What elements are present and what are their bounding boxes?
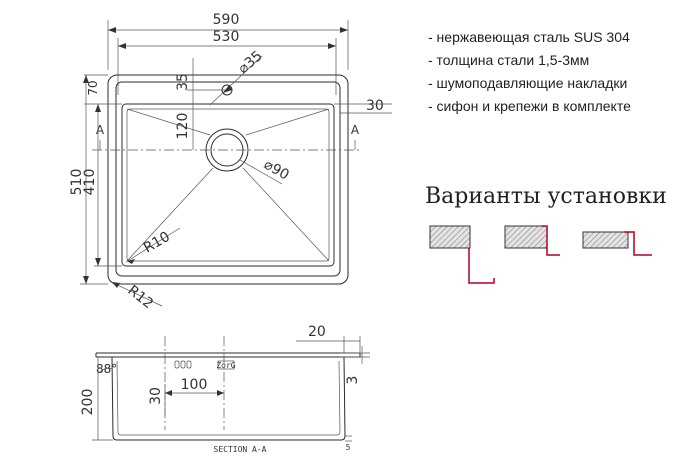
- install-variant-overmount: [582, 231, 652, 256]
- feature-list: - нержавеющая сталь SUS 304 - толщина ст…: [428, 29, 631, 114]
- section-view: 20 3 88° 200 30 100: [80, 324, 370, 454]
- feature-item: - сифон и крепежи в комплекте: [428, 98, 631, 114]
- dim-drain-width-label: 100: [181, 377, 208, 393]
- dim-inner-width: 530: [118, 29, 336, 49]
- dim-outer-depth: 510: [69, 75, 108, 285]
- dim-bottom: 5: [345, 435, 352, 452]
- section-mark-right: A: [351, 123, 360, 137]
- feature-item: - толщина стали 1,5-3мм: [428, 52, 589, 68]
- dim-bottom-label: 5: [346, 443, 351, 452]
- dim-angle: 88°: [96, 362, 117, 376]
- dim-depth: 200: [80, 357, 113, 441]
- section-caption: SECTION A-A: [214, 445, 267, 454]
- section-bowl: [111, 356, 346, 441]
- sink-bowl-outline: [121, 103, 335, 267]
- install-heading: Варианты установки: [425, 184, 667, 209]
- dim-hole-diameter-label: ⌀35: [235, 48, 265, 77]
- dim-inner-depth: 410: [82, 104, 122, 267]
- dim-wall: 30: [334, 98, 392, 114]
- sink-flange-line: [115, 81, 341, 277]
- dim-drain-diameter: ⌀90: [239, 157, 292, 185]
- dim-wall-label: 30: [366, 98, 384, 114]
- dim-rim-label: 20: [308, 324, 326, 340]
- dim-hole-diameter: ⌀35: [209, 48, 266, 106]
- dim-drain-offset: 120: [175, 89, 227, 150]
- dim-outer-radius: R12: [110, 281, 163, 313]
- dim-depth-label: 200: [80, 389, 96, 416]
- feature-item: - шумоподавляющие накладки: [428, 75, 627, 91]
- dim-hole-offset: 35: [175, 58, 194, 91]
- install-variant-undermount: [429, 225, 495, 284]
- brand-logo: ZorG: [216, 360, 236, 370]
- feature-item: - нержавеющая сталь SUS 304: [428, 29, 630, 45]
- dim-drain-width: 100: [165, 377, 224, 396]
- dim-angle-label: 88°: [96, 362, 117, 376]
- dim-outer-width-label: 590: [213, 12, 240, 28]
- dim-drain-height: 30: [148, 384, 166, 416]
- dim-inner-depth-label: 410: [82, 169, 98, 196]
- dim-flange-label: 70: [86, 80, 100, 95]
- dim-rim-height-label: 3: [345, 376, 361, 385]
- sink-outer-outline: [107, 74, 349, 285]
- dim-inner-radius: R10: [125, 227, 181, 264]
- dim-drain-diameter-label: ⌀90: [261, 157, 292, 184]
- brand-logo-text: ZorG: [216, 361, 235, 370]
- overflow-slots: [174, 360, 192, 369]
- dim-outer-depth-label: 510: [69, 169, 85, 196]
- dim-inner-radius-label: R10: [141, 229, 173, 257]
- top-view: 590 530 A A 35: [69, 12, 392, 312]
- dim-flange: 70: [84, 74, 122, 105]
- dim-inner-width-label: 530: [213, 29, 240, 45]
- dim-outer-width: 590: [108, 12, 348, 33]
- sink-bowl-inner: [126, 108, 330, 262]
- dim-rim-height: 3: [340, 346, 370, 384]
- dim-outer-radius-label: R12: [125, 283, 157, 313]
- dim-rim: 20: [296, 324, 361, 353]
- dim-drain-height-label: 30: [148, 387, 164, 405]
- dim-hole-offset-label: 35: [175, 73, 191, 91]
- dim-drain-offset-label: 120: [175, 113, 191, 140]
- install-variant-flush: [504, 225, 560, 256]
- section-mark-left: A: [96, 123, 105, 137]
